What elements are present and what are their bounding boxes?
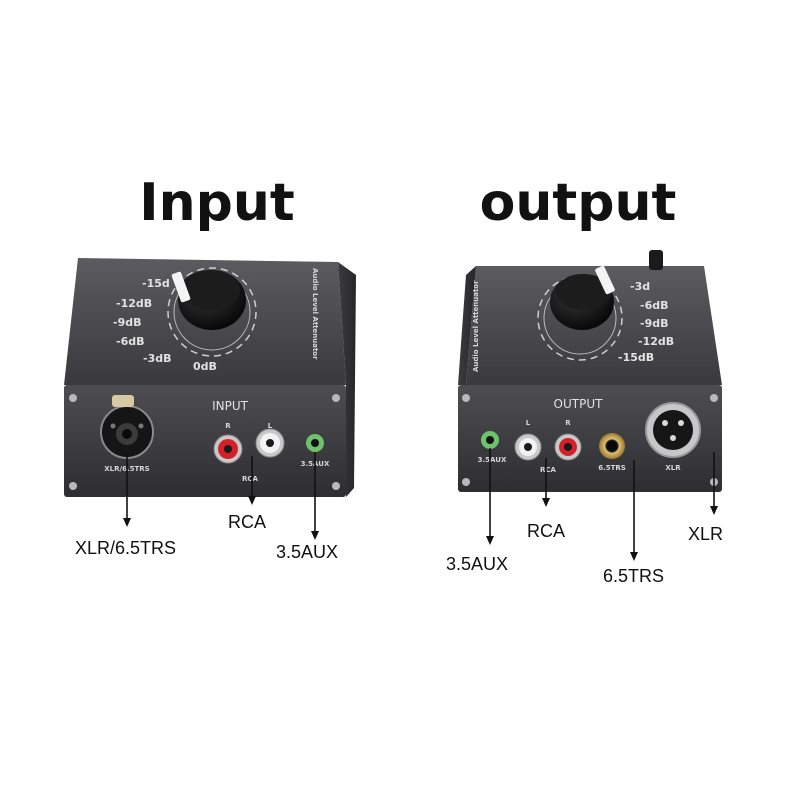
- input-callout-arrows: [123, 452, 319, 540]
- input-screw-tl: [69, 394, 77, 402]
- input-dial-mark-5: 0dB: [193, 360, 217, 373]
- output-trs-jack[interactable]: [599, 433, 625, 459]
- input-device: -15d -12dB -9dB -6dB -3dB 0dB Audio Leve…: [64, 258, 356, 497]
- output-callout-xlr: XLR: [688, 524, 723, 544]
- input-panel-label: INPUT: [212, 399, 249, 413]
- output-rca-left-jack[interactable]: [514, 433, 542, 461]
- input-dial-mark-2: -9dB: [113, 316, 141, 329]
- input-screw-tr: [332, 394, 340, 402]
- output-trs-label: 6.5TRS: [598, 464, 626, 472]
- output-device: -3d -6dB -9dB -12dB -15dB Audio Level At…: [458, 250, 722, 492]
- output-aux-label: 3.5AUX: [478, 456, 507, 464]
- input-rca-left-jack[interactable]: [255, 428, 285, 458]
- output-heading: output: [480, 173, 677, 233]
- input-side-text: Audio Level Attenuator: [311, 268, 319, 360]
- output-dial-mark-1: -6dB: [640, 299, 668, 312]
- output-device-side: [458, 266, 476, 385]
- input-knob[interactable]: [171, 270, 246, 330]
- input-dial-mark-4: -3dB: [143, 352, 171, 365]
- input-rca-l-label: L: [268, 422, 273, 430]
- output-callout-arrows: [486, 448, 718, 561]
- output-screw-tl: [462, 394, 470, 402]
- input-heading: Input: [139, 173, 294, 233]
- output-dial-mark-3: -12dB: [638, 335, 674, 348]
- input-aux-jack[interactable]: [306, 434, 324, 452]
- output-screw-tr: [710, 394, 718, 402]
- output-xlr-jack[interactable]: [645, 402, 701, 458]
- output-dial-mark-2: -9dB: [640, 317, 668, 330]
- output-xlr-label: XLR: [665, 464, 681, 472]
- output-rca-l-label: L: [526, 419, 531, 427]
- input-rca-label: RCA: [242, 475, 259, 483]
- output-panel-label: OUTPUT: [554, 397, 604, 411]
- input-dial-mark-3: -6dB: [116, 335, 144, 348]
- output-rca-right-jack[interactable]: [554, 433, 582, 461]
- output-screw-bl: [462, 478, 470, 486]
- input-xlr-combo-jack[interactable]: [100, 395, 154, 459]
- output-side-text: Audio Level Attenuator: [472, 280, 480, 372]
- input-dial-mark-0: -15d: [142, 277, 170, 290]
- input-rca-r-label: R: [225, 422, 231, 430]
- output-dial-mark-4: -15dB: [618, 351, 654, 364]
- input-callout-aux: 3.5AUX: [276, 542, 338, 562]
- input-callout-rca: RCA: [228, 512, 266, 532]
- output-power-post: [649, 250, 663, 270]
- output-callout-trs: 6.5TRS: [603, 566, 664, 586]
- input-screw-br: [332, 482, 340, 490]
- input-screw-bl: [69, 482, 77, 490]
- output-knob[interactable]: [550, 265, 615, 330]
- output-callout-rca: RCA: [527, 521, 565, 541]
- output-rca-label: RCA: [540, 466, 557, 474]
- output-aux-jack[interactable]: [481, 431, 499, 449]
- output-callout-aux: 3.5AUX: [446, 554, 508, 574]
- input-dial-mark-1: -12dB: [116, 297, 152, 310]
- output-dial-mark-0: -3d: [630, 280, 650, 293]
- input-rca-right-jack[interactable]: [213, 434, 243, 464]
- input-callout-xlr: XLR/6.5TRS: [75, 538, 176, 558]
- input-device-side: [338, 262, 356, 497]
- output-rca-r-label: R: [565, 419, 571, 427]
